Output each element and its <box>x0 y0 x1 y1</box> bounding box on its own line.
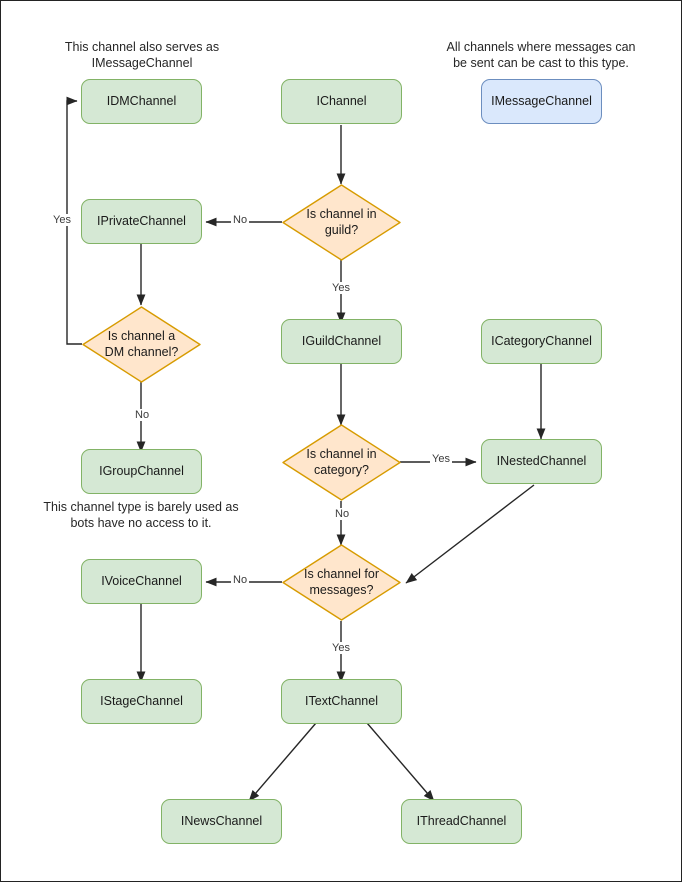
edge-label-category-yes: Yes <box>430 453 452 465</box>
edge-label-dm-no: No <box>133 409 152 421</box>
edge-label-category-no: No <box>333 508 352 520</box>
node-q-category[interactable]: Is channel in category? <box>282 424 401 501</box>
node-inestedchannel[interactable]: INestedChannel <box>481 439 602 484</box>
edge-label-messages-yes: Yes <box>330 642 352 654</box>
node-q-guild[interactable]: Is channel in guild? <box>282 184 401 261</box>
note-message-channel: All channels where messages can be sent … <box>446 40 636 71</box>
node-inewschannel[interactable]: INewsChannel <box>161 799 282 844</box>
edge-inestedchannel-to-q-messages <box>405 484 535 584</box>
q-dm-label: Is channel a DM channel? <box>104 328 179 359</box>
edge-label-messages-no: No <box>231 574 250 586</box>
note-dm-channel: This channel also serves as IMessageChan… <box>64 40 220 71</box>
node-q-dm[interactable]: Is channel a DM channel? <box>82 306 201 383</box>
node-iprivatechannel[interactable]: IPrivateChannel <box>81 199 202 244</box>
node-itextchannel[interactable]: ITextChannel <box>281 679 402 724</box>
node-iguildchannel[interactable]: IGuildChannel <box>281 319 402 364</box>
node-istagechannel[interactable]: IStageChannel <box>81 679 202 724</box>
node-icategorychannel[interactable]: ICategoryChannel <box>481 319 602 364</box>
edge-label-guild-no: No <box>231 214 250 226</box>
edge-label-dm-yes: Yes <box>51 214 73 226</box>
q-guild-label: Is channel in guild? <box>306 206 377 237</box>
node-ichannel[interactable]: IChannel <box>281 79 402 124</box>
node-idmchannel[interactable]: IDMChannel <box>81 79 202 124</box>
edge-itextchannel-to-ithreadchannel <box>366 722 435 802</box>
node-igroupchannel[interactable]: IGroupChannel <box>81 449 202 494</box>
q-category-label: Is channel in category? <box>306 446 377 477</box>
q-messages-label: Is channel for messages? <box>303 566 380 597</box>
node-q-messages[interactable]: Is channel for messages? <box>282 544 401 621</box>
note-group-channel: This channel type is barely used as bots… <box>43 500 239 531</box>
edge-label-guild-yes: Yes <box>330 282 352 294</box>
node-ivoicechannel[interactable]: IVoiceChannel <box>81 559 202 604</box>
node-ithreadchannel[interactable]: IThreadChannel <box>401 799 522 844</box>
node-imessagechannel[interactable]: IMessageChannel <box>481 79 602 124</box>
edge-itextchannel-to-inewschannel <box>248 722 317 802</box>
